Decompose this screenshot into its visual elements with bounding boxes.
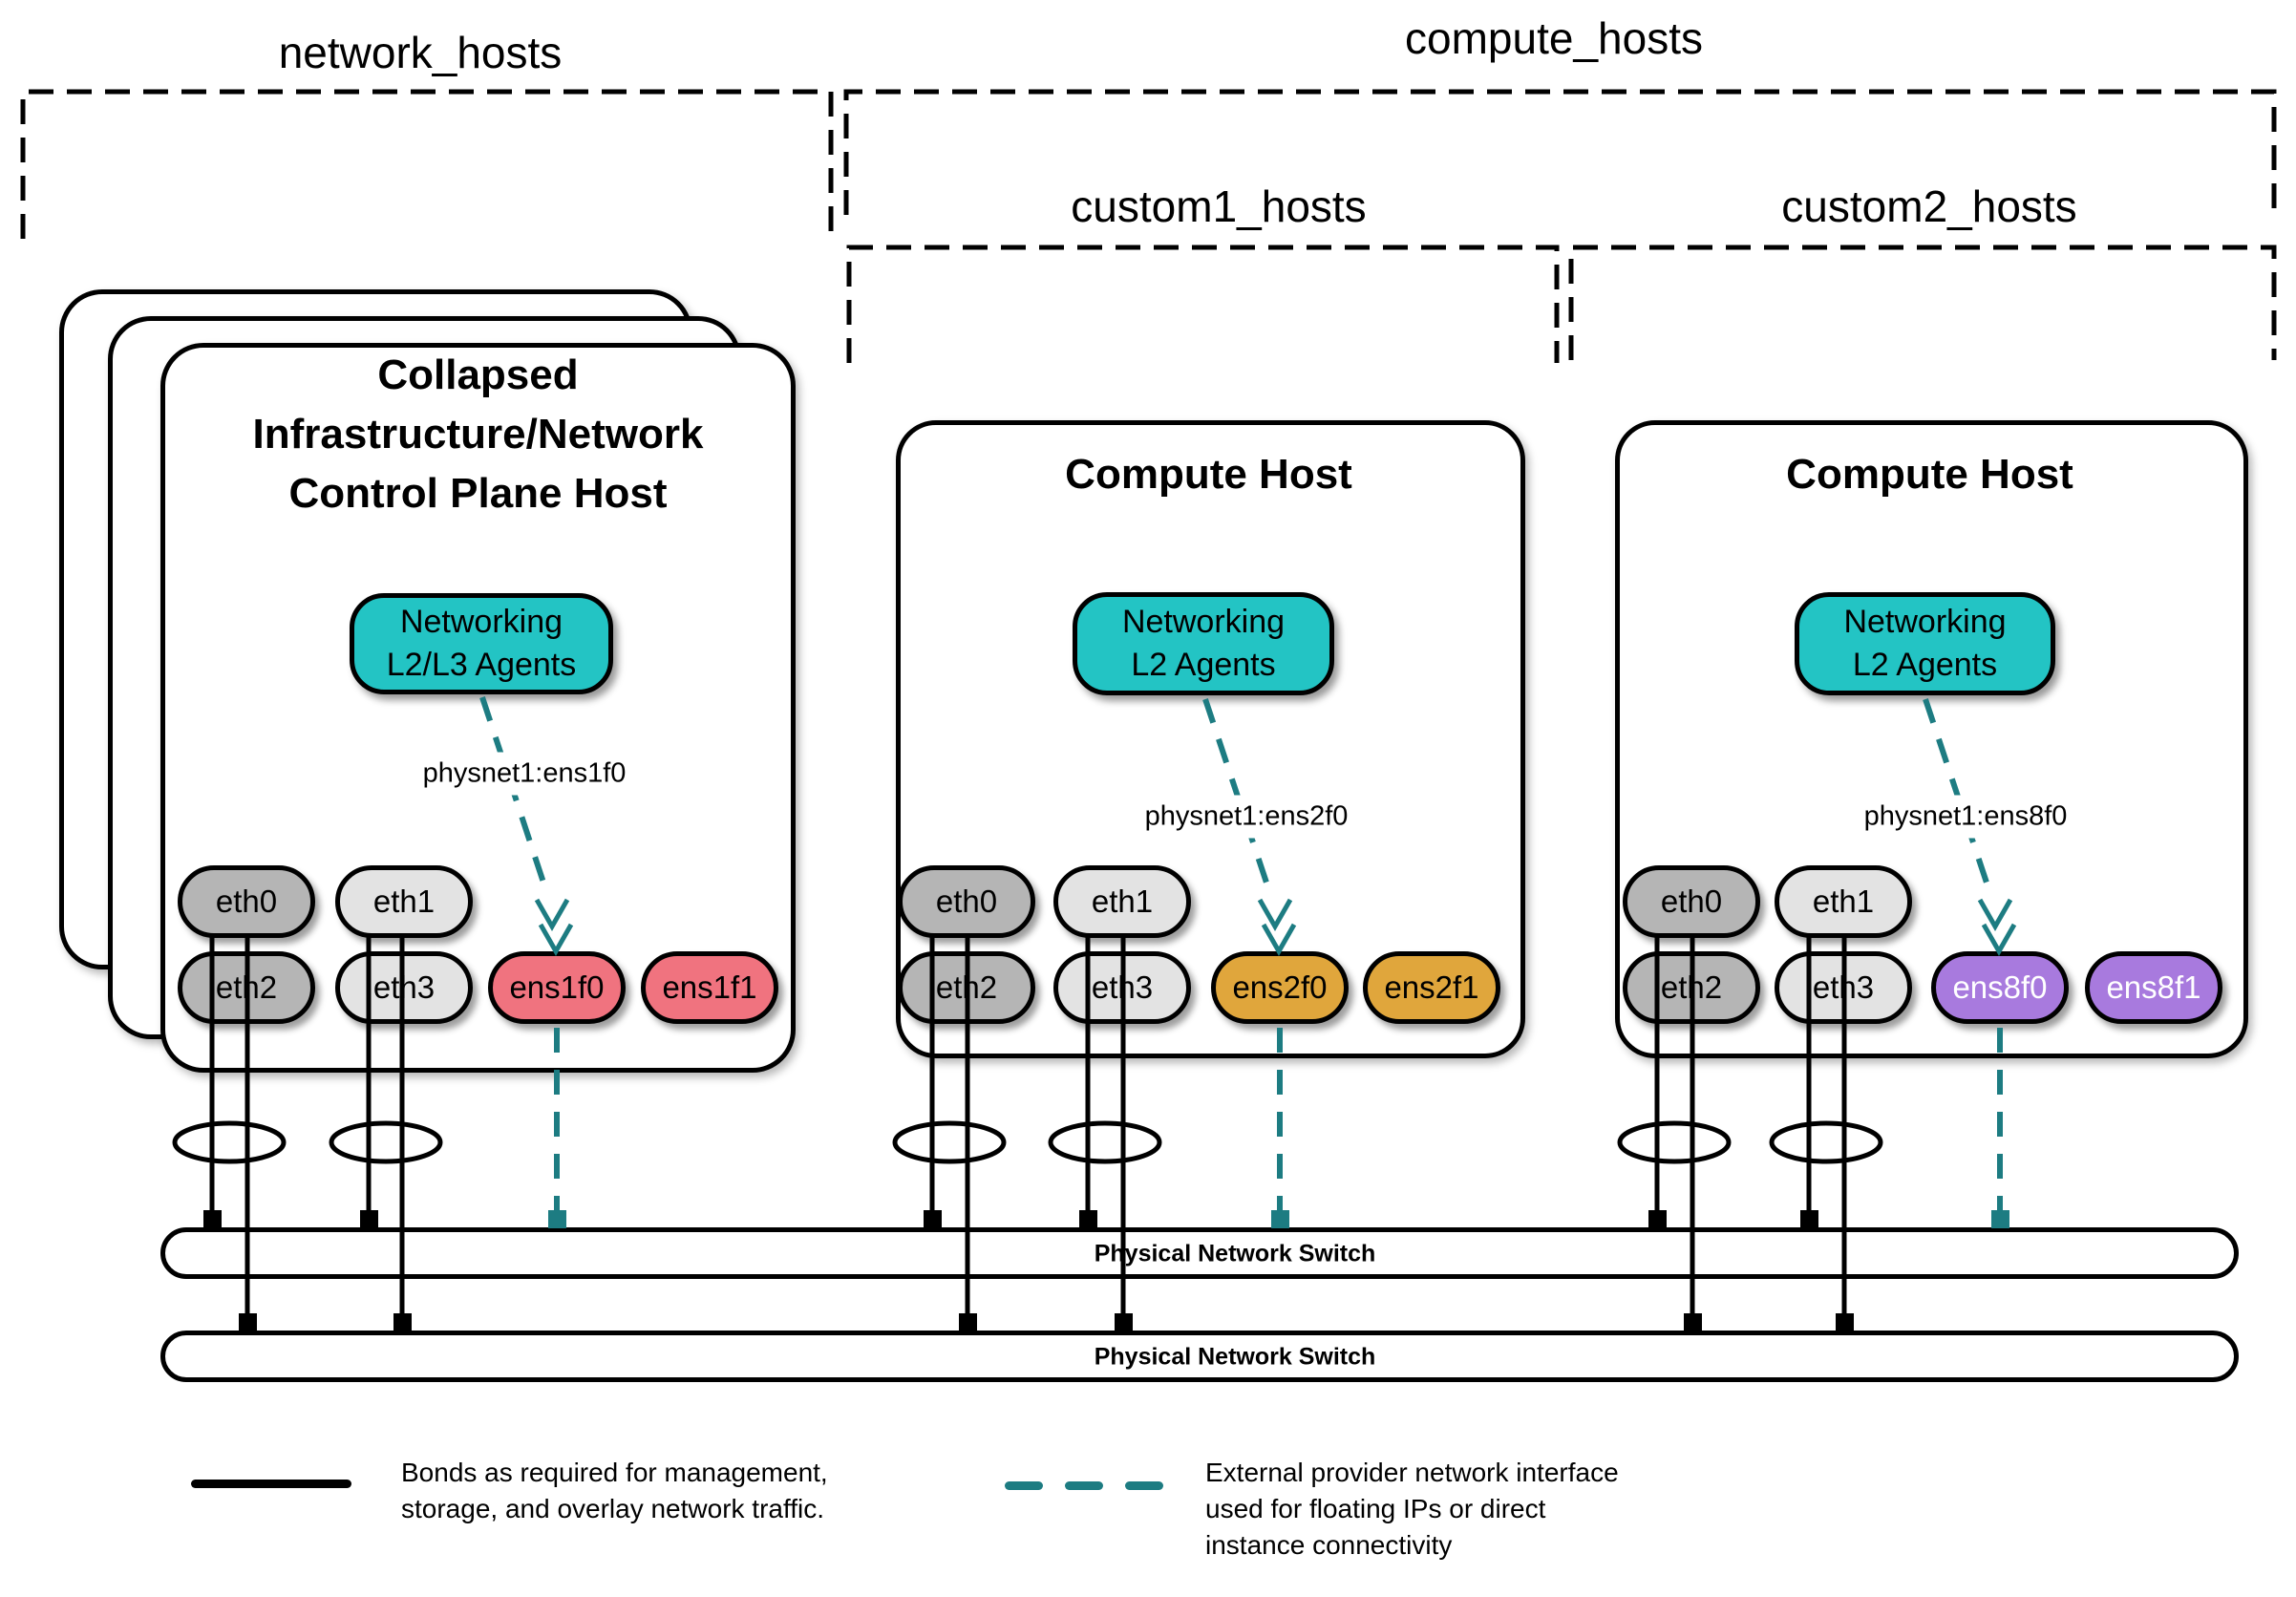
provider-connector-square bbox=[548, 1210, 566, 1228]
control-plane-host-box bbox=[160, 343, 796, 1073]
legend-provider-text: External provider network interface used… bbox=[1205, 1455, 1619, 1564]
switch-connector-square bbox=[1684, 1313, 1702, 1331]
switch-connector-square bbox=[239, 1313, 257, 1331]
network-hosts-bracket bbox=[20, 89, 834, 239]
nic-pill-ens8f1: ens8f1 bbox=[2085, 951, 2222, 1024]
custom2-hosts-bracket bbox=[1568, 245, 2277, 360]
nic-pill-eth3: eth3 bbox=[1775, 951, 1912, 1024]
legend-provider-line-swatch bbox=[1065, 1481, 1103, 1490]
physnet-mapping-label: physnet1:ens2f0 bbox=[1135, 795, 1358, 839]
control-plane-host-title: Collapsed Infrastructure/Network Control… bbox=[160, 346, 796, 523]
switch-connector-square bbox=[924, 1210, 942, 1227]
legend-line: storage, and overlay network traffic. bbox=[401, 1494, 825, 1523]
group-label-compute-hosts: compute_hosts bbox=[1405, 13, 1703, 63]
provider-connector-square bbox=[1271, 1210, 1289, 1228]
nic-pill-eth2: eth2 bbox=[898, 951, 1035, 1024]
switch-connector-square bbox=[360, 1210, 378, 1227]
nic-pill-eth0: eth0 bbox=[898, 865, 1035, 938]
agent-line: L2 Agents bbox=[1852, 647, 1998, 683]
physical-network-switch-2 bbox=[160, 1331, 2239, 1382]
physnet-mapping-label: physnet1:ens8f0 bbox=[1854, 795, 2077, 839]
switch-2-label: Physical Network Switch bbox=[1094, 1343, 1376, 1371]
agent-line: Networking bbox=[1843, 604, 2007, 640]
legend-bond-text: Bonds as required for management, storag… bbox=[401, 1455, 828, 1527]
agent-line: L2/L3 Agents bbox=[386, 647, 577, 683]
nic-pill-eth3: eth3 bbox=[1053, 951, 1191, 1024]
nic-pill-eth3: eth3 bbox=[335, 951, 473, 1024]
compute-host-2-title: Compute Host bbox=[1615, 445, 2244, 504]
networking-agents-box-control-plane: Networking L2/L3 Agents bbox=[350, 593, 613, 694]
host-title-line: Collapsed bbox=[377, 351, 579, 398]
nic-pill-ens2f0: ens2f0 bbox=[1211, 951, 1349, 1024]
legend-line: Bonds as required for management, bbox=[401, 1458, 828, 1487]
group-label-network-hosts: network_hosts bbox=[278, 28, 563, 77]
nic-pill-ens1f1: ens1f1 bbox=[641, 951, 778, 1024]
physical-network-switch-1 bbox=[160, 1227, 2239, 1279]
host-title-line: Infrastructure/Network bbox=[252, 411, 704, 458]
host-title-line: Compute Host bbox=[1065, 451, 1352, 498]
legend-line: External provider network interface bbox=[1205, 1458, 1619, 1487]
bond-oval bbox=[892, 1120, 1007, 1164]
nic-pill-ens8f0: ens8f0 bbox=[1931, 951, 2069, 1024]
networking-agents-box-compute-2: Networking L2 Agents bbox=[1795, 592, 2055, 695]
nic-pill-eth2: eth2 bbox=[1623, 951, 1760, 1024]
switch-connector-square bbox=[1079, 1210, 1097, 1227]
agent-line: L2 Agents bbox=[1131, 647, 1276, 683]
switch-connector-square bbox=[1648, 1210, 1667, 1227]
switch-connector-square bbox=[1800, 1210, 1818, 1227]
legend-line: used for floating IPs or direct bbox=[1205, 1494, 1546, 1523]
legend-provider-line-swatch bbox=[1005, 1481, 1043, 1490]
legend-provider-line-swatch bbox=[1125, 1481, 1163, 1490]
nic-pill-ens1f0: ens1f0 bbox=[488, 951, 626, 1024]
group-label-custom1-hosts: custom1_hosts bbox=[1071, 181, 1367, 231]
host-title-line: Compute Host bbox=[1786, 451, 2073, 498]
compute-host-1-title: Compute Host bbox=[896, 445, 1521, 504]
provider-connector-square bbox=[1991, 1210, 2009, 1228]
bond-oval bbox=[1617, 1120, 1732, 1164]
legend-line: instance connectivity bbox=[1205, 1530, 1453, 1560]
custom1-hosts-bracket bbox=[846, 245, 1560, 363]
host-title-line: Control Plane Host bbox=[288, 470, 668, 517]
switch-connector-square bbox=[1836, 1313, 1854, 1331]
agent-line: Networking bbox=[399, 604, 563, 640]
agent-line: Networking bbox=[1121, 604, 1286, 640]
physnet-mapping-label: physnet1:ens1f0 bbox=[413, 752, 636, 796]
nic-pill-ens2f1: ens2f1 bbox=[1363, 951, 1500, 1024]
group-label-custom2-hosts: custom2_hosts bbox=[1781, 181, 2077, 231]
switch-connector-square bbox=[959, 1313, 977, 1331]
switch-connector-square bbox=[203, 1210, 222, 1227]
nic-pill-eth0: eth0 bbox=[1623, 865, 1760, 938]
bond-oval bbox=[172, 1120, 287, 1164]
switch-connector-square bbox=[393, 1313, 412, 1331]
nic-pill-eth0: eth0 bbox=[178, 865, 315, 938]
nic-pill-eth1: eth1 bbox=[335, 865, 473, 938]
nic-pill-eth2: eth2 bbox=[178, 951, 315, 1024]
nic-pill-eth1: eth1 bbox=[1775, 865, 1912, 938]
bond-oval bbox=[329, 1120, 443, 1164]
nic-pill-eth1: eth1 bbox=[1053, 865, 1191, 938]
bond-oval bbox=[1769, 1120, 1883, 1164]
legend-bond-line-swatch bbox=[191, 1480, 351, 1488]
bond-oval bbox=[1048, 1120, 1162, 1164]
switch-connector-square bbox=[1115, 1313, 1133, 1331]
switch-1-label: Physical Network Switch bbox=[1094, 1240, 1376, 1267]
networking-agents-box-compute-1: Networking L2 Agents bbox=[1073, 592, 1334, 695]
